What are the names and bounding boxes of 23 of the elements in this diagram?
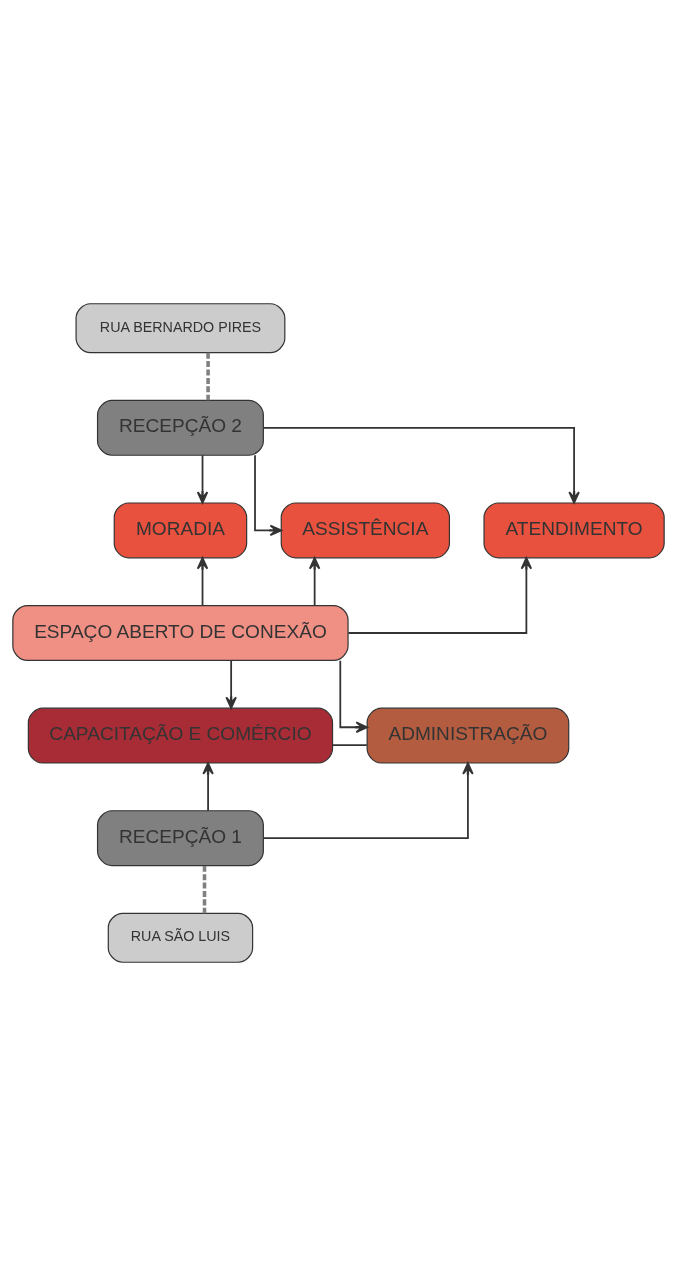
arrow [262,426,580,504]
node-box: RUA SÃO LUIS [107,912,254,963]
arrow [262,762,474,840]
connector [206,352,210,401]
node-box: ATENDIMENTO [483,502,665,559]
node-box: RECEPÇÃO 1 [96,810,264,867]
arrow [196,557,209,607]
node-box: RUA BERNARDO PIRES [75,303,286,354]
arrow [339,659,368,733]
node-box: ESPAÇO ABERTO DE CONEXÃO [12,604,349,662]
node-box: CAPACITAÇÃO E COMÉRCIO [27,707,334,764]
connector [331,744,368,747]
node-box: ASSISTÊNCIA [280,502,451,559]
node-box: ADMINISTRAÇÃO [366,707,570,764]
node-box: MORADIA [113,502,248,559]
connector [202,865,207,914]
arrow [225,659,237,709]
arrow [347,557,533,634]
arrow [308,557,321,607]
node-box: RECEPÇÃO 2 [96,399,264,456]
arrow [254,454,283,537]
arrow [196,454,209,504]
arrow [202,762,214,812]
